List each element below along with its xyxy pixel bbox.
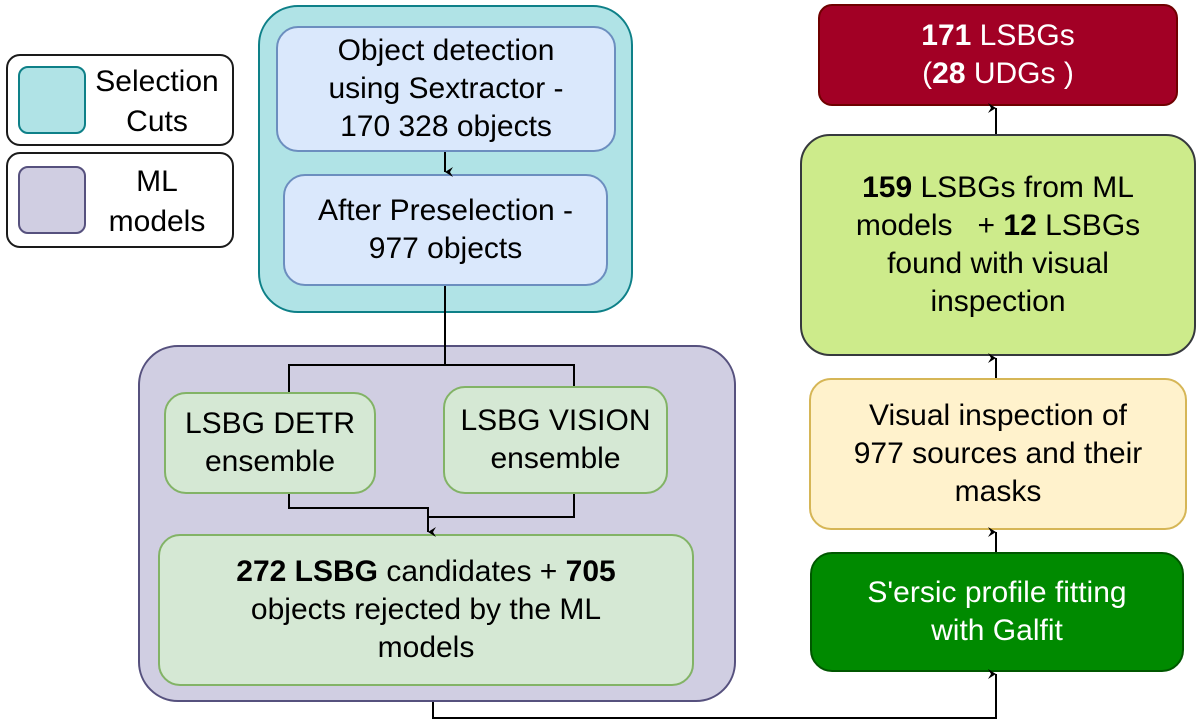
node-lsbg-vision: LSBG VISION ensemble [443, 386, 668, 494]
node-preselection: After Preselection - 977 objects [283, 174, 608, 286]
node-final-lsbgs: 171 LSBGs (28 UDGs ) [818, 4, 1178, 106]
node-ml-plus-visual: 159 LSBGs from ML models + 12 LSBGs foun… [800, 134, 1196, 356]
node-lsbg-detr: LSBG DETR ensemble [164, 392, 376, 494]
edge-candidates-to-sersic [432, 669, 997, 719]
node-lsbg-candidates: 272 LSBG candidates + 705 objects reject… [158, 534, 694, 686]
edge-split-to-vision [445, 364, 575, 386]
legend-ml-models: ML models [6, 152, 234, 248]
node-object-detection: Object detection using Sextractor - 170 … [276, 26, 616, 152]
legend-label: models [108, 205, 206, 238]
edge-vision-to-candidates [428, 494, 575, 518]
selection-cuts-swatch [18, 66, 86, 134]
legend-label: Cuts [126, 105, 188, 138]
edge-detr-to-candidates [288, 494, 436, 537]
legend-selection-cuts: Selection Cuts [6, 54, 234, 146]
legend-label: ML [136, 165, 178, 198]
node-visual-inspection: Visual inspection of 977 sources and the… [809, 378, 1187, 530]
node-sersic-fitting: S'ersic profile fitting with Galfit [810, 552, 1184, 672]
legend-label: Selection [95, 65, 219, 98]
ml-models-swatch [18, 166, 86, 234]
edge-split-to-detr [288, 364, 445, 392]
